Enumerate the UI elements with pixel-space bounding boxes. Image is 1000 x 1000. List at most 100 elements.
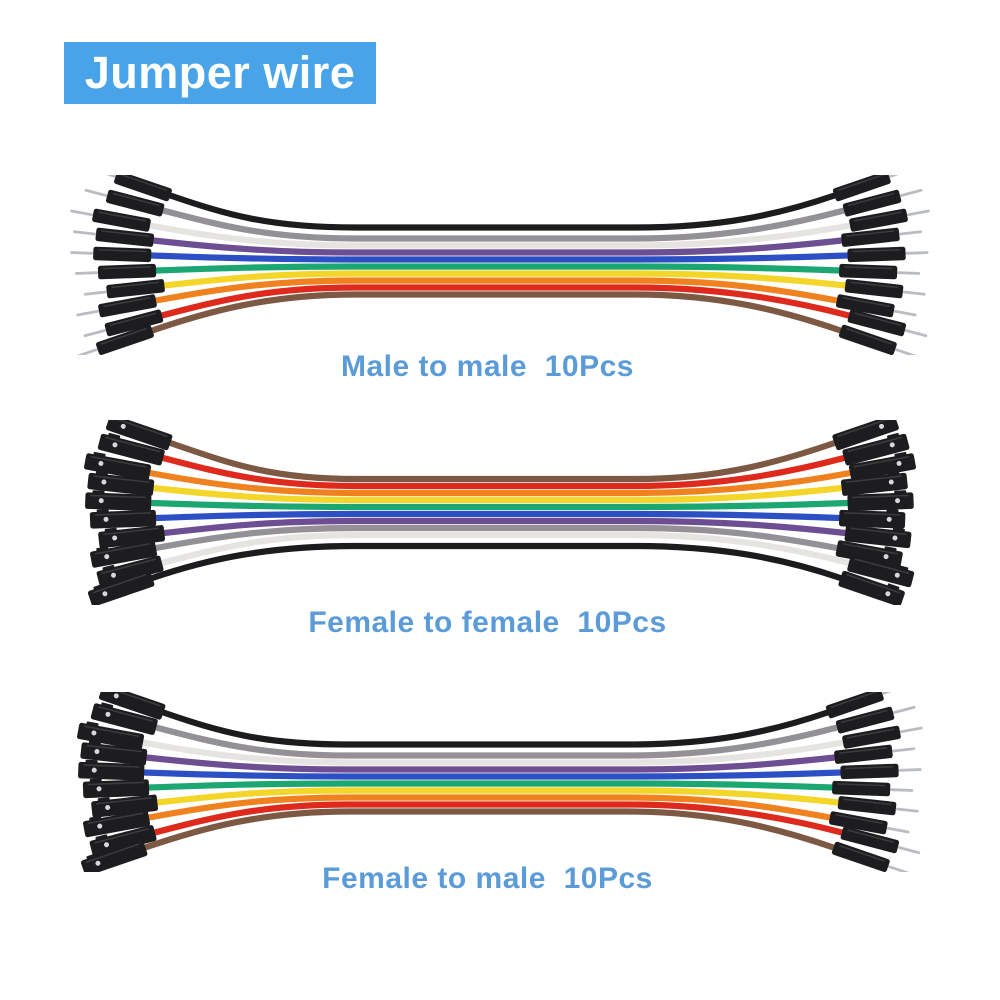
bundle-caption-female-to-female: Female to female 10Pcs	[308, 606, 667, 639]
latch-hole-icon	[886, 516, 892, 522]
latch-hole-icon	[888, 479, 894, 485]
jumper-wire	[150, 237, 845, 256]
male-connector	[832, 175, 912, 202]
jumper-wire	[152, 277, 840, 304]
jumper-wire	[146, 222, 854, 249]
jumper-wire	[160, 454, 848, 490]
jumper-wire	[158, 531, 852, 567]
left-connectors	[84, 420, 173, 605]
bundle-female-to-female	[84, 420, 916, 605]
latch-hole-icon	[104, 842, 110, 848]
latch-hole-icon	[95, 860, 101, 866]
jumper-wire	[161, 270, 849, 289]
metal-pin-icon	[897, 271, 921, 275]
jumper-wire	[148, 252, 851, 263]
female-connector	[840, 471, 908, 496]
jumper-wire	[141, 769, 844, 780]
female-connector	[82, 778, 150, 799]
female-connector	[848, 451, 916, 481]
female-connector	[78, 759, 145, 781]
latch-hole-icon	[105, 711, 111, 717]
male-connector	[844, 279, 926, 299]
jumper-wire	[150, 484, 845, 504]
male-connector	[835, 705, 916, 734]
metal-pin-icon	[76, 309, 100, 317]
jumper-wire	[145, 794, 833, 821]
jumper-wire	[143, 754, 838, 773]
male-connector	[847, 309, 928, 338]
left-connectors	[70, 175, 172, 355]
jumper-wire	[154, 787, 842, 806]
wires	[146, 192, 854, 334]
latch-hole-icon	[91, 767, 97, 773]
metal-pin-icon	[899, 230, 923, 236]
metal-pin-icon	[93, 175, 116, 178]
female-connector	[89, 825, 157, 857]
metal-pin-icon	[75, 271, 99, 275]
female-connector	[838, 570, 905, 605]
metal-pin-icon	[73, 230, 96, 236]
banner-label: Jumper wire	[84, 47, 356, 98]
metal-pin-icon	[897, 846, 921, 855]
latch-hole-icon	[112, 535, 118, 541]
metal-pin-icon	[895, 807, 919, 813]
jumper-wire	[148, 499, 851, 511]
female-connector	[84, 451, 152, 481]
latch-hole-icon	[879, 423, 885, 429]
metal-pin-icon	[892, 747, 916, 753]
male-connector	[70, 246, 152, 263]
male-connector	[832, 780, 914, 797]
latch-hole-icon	[94, 749, 100, 755]
metal-pin-icon	[83, 290, 107, 296]
metal-pin-icon	[75, 348, 98, 355]
male-connector	[73, 227, 155, 247]
jumper-wire	[142, 808, 837, 851]
latch-hole-icon	[101, 479, 107, 485]
male-connector	[83, 309, 164, 338]
female-connector	[832, 420, 899, 451]
male-connector	[842, 725, 923, 749]
female-connector	[847, 555, 915, 588]
metal-pin-icon	[906, 209, 930, 217]
latch-hole-icon	[883, 554, 889, 560]
latch-hole-icon	[895, 498, 901, 504]
female-connector	[844, 525, 912, 549]
jumper-wire	[152, 510, 843, 522]
female-connector	[80, 840, 148, 872]
male-connector	[838, 324, 918, 355]
latch-hole-icon	[111, 572, 117, 578]
latch-hole-icon	[113, 693, 119, 699]
female-connector	[80, 740, 148, 766]
male-connector	[84, 188, 165, 217]
male-connector	[76, 294, 157, 318]
latch-hole-icon	[885, 591, 891, 597]
latch-hole-icon	[98, 498, 104, 504]
wires	[139, 709, 847, 851]
male-connector	[841, 227, 923, 247]
female-connector	[842, 432, 910, 466]
metal-pin-icon	[899, 726, 923, 734]
metal-pin-icon	[904, 329, 928, 338]
male-connector	[75, 324, 154, 355]
male-connector	[849, 208, 930, 232]
female-connector	[98, 692, 166, 720]
female-connector	[838, 509, 906, 529]
female-connector	[90, 540, 158, 568]
male-connector	[83, 279, 165, 299]
female-connector	[96, 555, 164, 588]
male-connector	[842, 188, 923, 217]
metal-pin-icon	[886, 826, 910, 834]
right-connectors	[832, 175, 930, 355]
metal-pin-icon	[902, 290, 926, 296]
left-connectors	[77, 692, 166, 872]
bundle-male-to-male	[70, 175, 930, 355]
jumper-wire	[149, 542, 844, 582]
male-connector	[837, 796, 919, 816]
banner-jumper-wire: Jumper wire	[64, 42, 376, 104]
female-connector	[83, 809, 151, 838]
metal-pin-icon	[882, 692, 905, 695]
male-connector	[840, 763, 922, 780]
metal-pin-icon	[898, 768, 922, 772]
latch-hole-icon	[889, 442, 895, 448]
male-connector	[825, 692, 905, 719]
